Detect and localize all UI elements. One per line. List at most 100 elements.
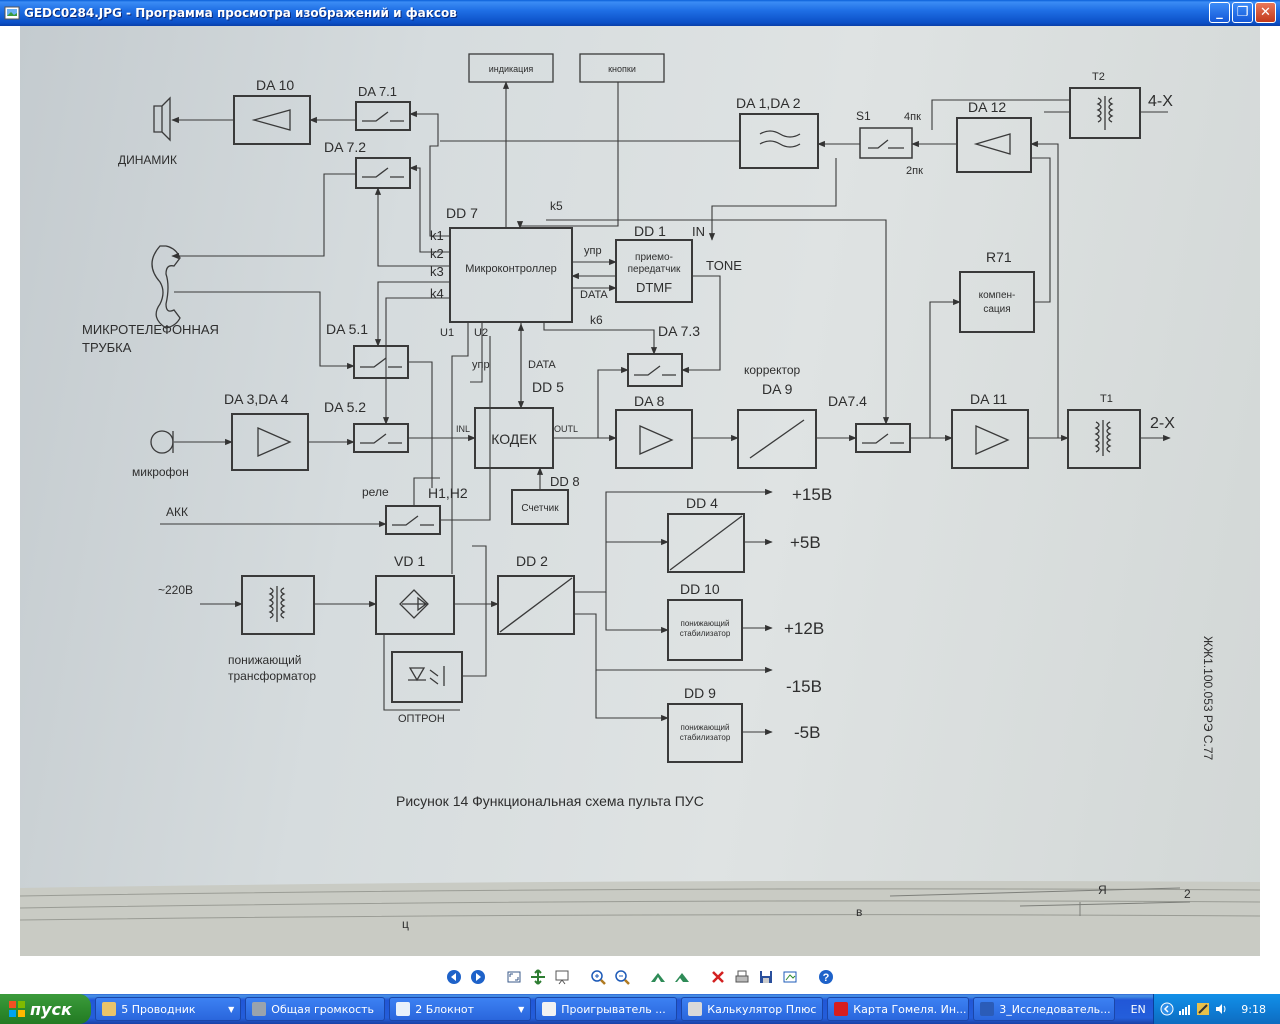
label-k4: k4 <box>430 286 444 301</box>
close-icon: ✕ <box>1260 5 1271 20</box>
taskbar-button[interactable]: 2 Блокнот▼ <box>389 997 532 1021</box>
label-da71: DA 7.1 <box>358 84 397 99</box>
label-u2: U2 <box>474 327 488 339</box>
help-button[interactable]: ? <box>816 967 836 987</box>
label-s1: S1 <box>856 109 871 123</box>
rotate-counterclockwise-button[interactable] <box>672 967 692 987</box>
task-app-icon <box>252 1002 267 1016</box>
label-da74: DA7.4 <box>828 393 867 409</box>
taskbar-button[interactable]: 5 Проводник▼ <box>95 997 242 1021</box>
next-image-button[interactable] <box>468 967 488 987</box>
label-upr-codec: упр <box>472 359 490 371</box>
minimize-button[interactable]: _ <box>1209 2 1230 23</box>
start-label: пуск <box>30 999 72 1019</box>
task-app-icon <box>688 1002 703 1016</box>
title-bar: GEDC0284.JPG - Программа просмотра изобр… <box>0 0 1280 26</box>
label-da1-da2: DA 1,DA 2 <box>736 95 801 111</box>
label-corrector: корректор <box>744 363 801 377</box>
label-optron: ОПТРОН <box>398 713 445 725</box>
maximize-button[interactable]: ❐ <box>1232 2 1253 23</box>
taskbar-button[interactable]: Проигрыватель ... <box>535 997 678 1021</box>
label-da72: DA 7.2 <box>324 139 366 155</box>
document-code: ЖЖ1.100.053 РЭ С.77 <box>1201 636 1215 761</box>
label-dd7: DD 7 <box>446 205 478 221</box>
label-da11: DA 11 <box>970 391 1007 407</box>
zoom-out-icon <box>615 970 630 985</box>
label-minus5v: -5В <box>794 723 820 742</box>
zoom-in-button[interactable] <box>588 967 608 987</box>
indication-box-label: индикация <box>489 64 534 74</box>
task-label: Проигрыватель ... <box>561 1002 666 1016</box>
label-transformer-2: трансформатор <box>228 669 316 683</box>
label-da52: DA 5.2 <box>324 399 366 415</box>
speaker-volume-icon[interactable] <box>1214 1002 1228 1016</box>
page-edge-number: 2 <box>1184 887 1191 901</box>
edit-button[interactable] <box>780 967 800 987</box>
label-tone: TONE <box>706 258 742 273</box>
delete-button[interactable] <box>708 967 728 987</box>
stabilizer-dd10-bot: стабилизатор <box>680 629 731 638</box>
task-app-icon <box>980 1002 995 1016</box>
label-dd8: DD 8 <box>550 474 580 489</box>
mcu-label: Микроконтроллер <box>465 263 557 275</box>
label-da73: DA 7.3 <box>658 323 700 339</box>
codec-label: КОДЕК <box>491 431 537 447</box>
prev-image-button[interactable] <box>444 967 464 987</box>
zoom-out-button[interactable] <box>612 967 632 987</box>
label-u1: U1 <box>440 327 454 339</box>
taskbar-button[interactable]: Калькулятор Плюс <box>681 997 824 1021</box>
network-signal-icon[interactable] <box>1178 1002 1192 1016</box>
task-app-icon <box>396 1002 411 1016</box>
task-app-icon <box>542 1002 557 1016</box>
minimize-icon: _ <box>1216 5 1223 20</box>
label-k3: k3 <box>430 264 444 279</box>
edit-icon <box>783 971 797 983</box>
label-dd4: DD 4 <box>686 495 718 511</box>
language-indicator[interactable]: EN <box>1130 1002 1146 1016</box>
best-fit-button[interactable] <box>504 967 524 987</box>
figure-caption: Рисунок 14 Функциональная схема пульта П… <box>396 793 704 809</box>
label-minus15v: -15В <box>786 677 822 696</box>
label-k5: k5 <box>550 199 563 213</box>
start-button[interactable]: пуск <box>0 994 92 1024</box>
delete-icon <box>712 971 724 983</box>
stabilizer-dd9-top: понижающий <box>681 723 730 732</box>
tools-icon[interactable] <box>1196 1002 1210 1016</box>
label-upr-mcu: упр <box>584 245 602 257</box>
label-da10: DA 10 <box>256 77 294 93</box>
label-transformer-1: понижающий <box>228 653 301 667</box>
rotate-clockwise-button[interactable] <box>648 967 668 987</box>
save-button[interactable] <box>756 967 776 987</box>
label-t2: T2 <box>1092 71 1105 83</box>
dtmf-label-mid: передатчик <box>628 264 681 275</box>
label-inl: INL <box>456 424 470 434</box>
photographed-schematic: индикация кнопки Микроконтроллер приемо-… <box>20 26 1260 956</box>
label-k1: k1 <box>430 228 444 243</box>
close-button[interactable]: ✕ <box>1255 2 1276 23</box>
clock[interactable]: 9:18 <box>1241 1002 1266 1016</box>
group-dropdown-icon: ▼ <box>228 1004 235 1014</box>
label-dd1: DD 1 <box>634 223 666 239</box>
task-label: Калькулятор Плюс <box>707 1002 817 1016</box>
slideshow-button[interactable] <box>552 967 572 987</box>
page-edge-letter-ts: ц <box>402 917 409 931</box>
task-label: Карта Гомеля. Ин... <box>853 1002 967 1016</box>
label-t1: T1 <box>1100 393 1113 405</box>
dtmf-label-top: приемо- <box>635 252 673 263</box>
print-icon <box>735 970 749 983</box>
label-dd9: DD 9 <box>684 685 716 701</box>
taskbar-button[interactable]: Карта Гомеля. Ин... <box>827 997 970 1021</box>
chevron-left-icon[interactable] <box>1160 1002 1174 1016</box>
buttons-box-label: кнопки <box>608 64 636 74</box>
label-in: IN <box>692 224 705 239</box>
rotate-cw-icon <box>651 973 665 982</box>
best-fit-icon <box>507 971 521 983</box>
label-data-codec: DATA <box>528 359 556 371</box>
taskbar-button[interactable]: 3_Исследователь... <box>973 997 1116 1021</box>
label-4pk: 4пк <box>904 111 921 123</box>
actual-size-button[interactable] <box>528 967 548 987</box>
print-button[interactable] <box>732 967 752 987</box>
label-dd2: DD 2 <box>516 553 548 569</box>
image-viewer-icon <box>4 6 20 20</box>
taskbar-button[interactable]: Общая громкость <box>245 997 386 1021</box>
